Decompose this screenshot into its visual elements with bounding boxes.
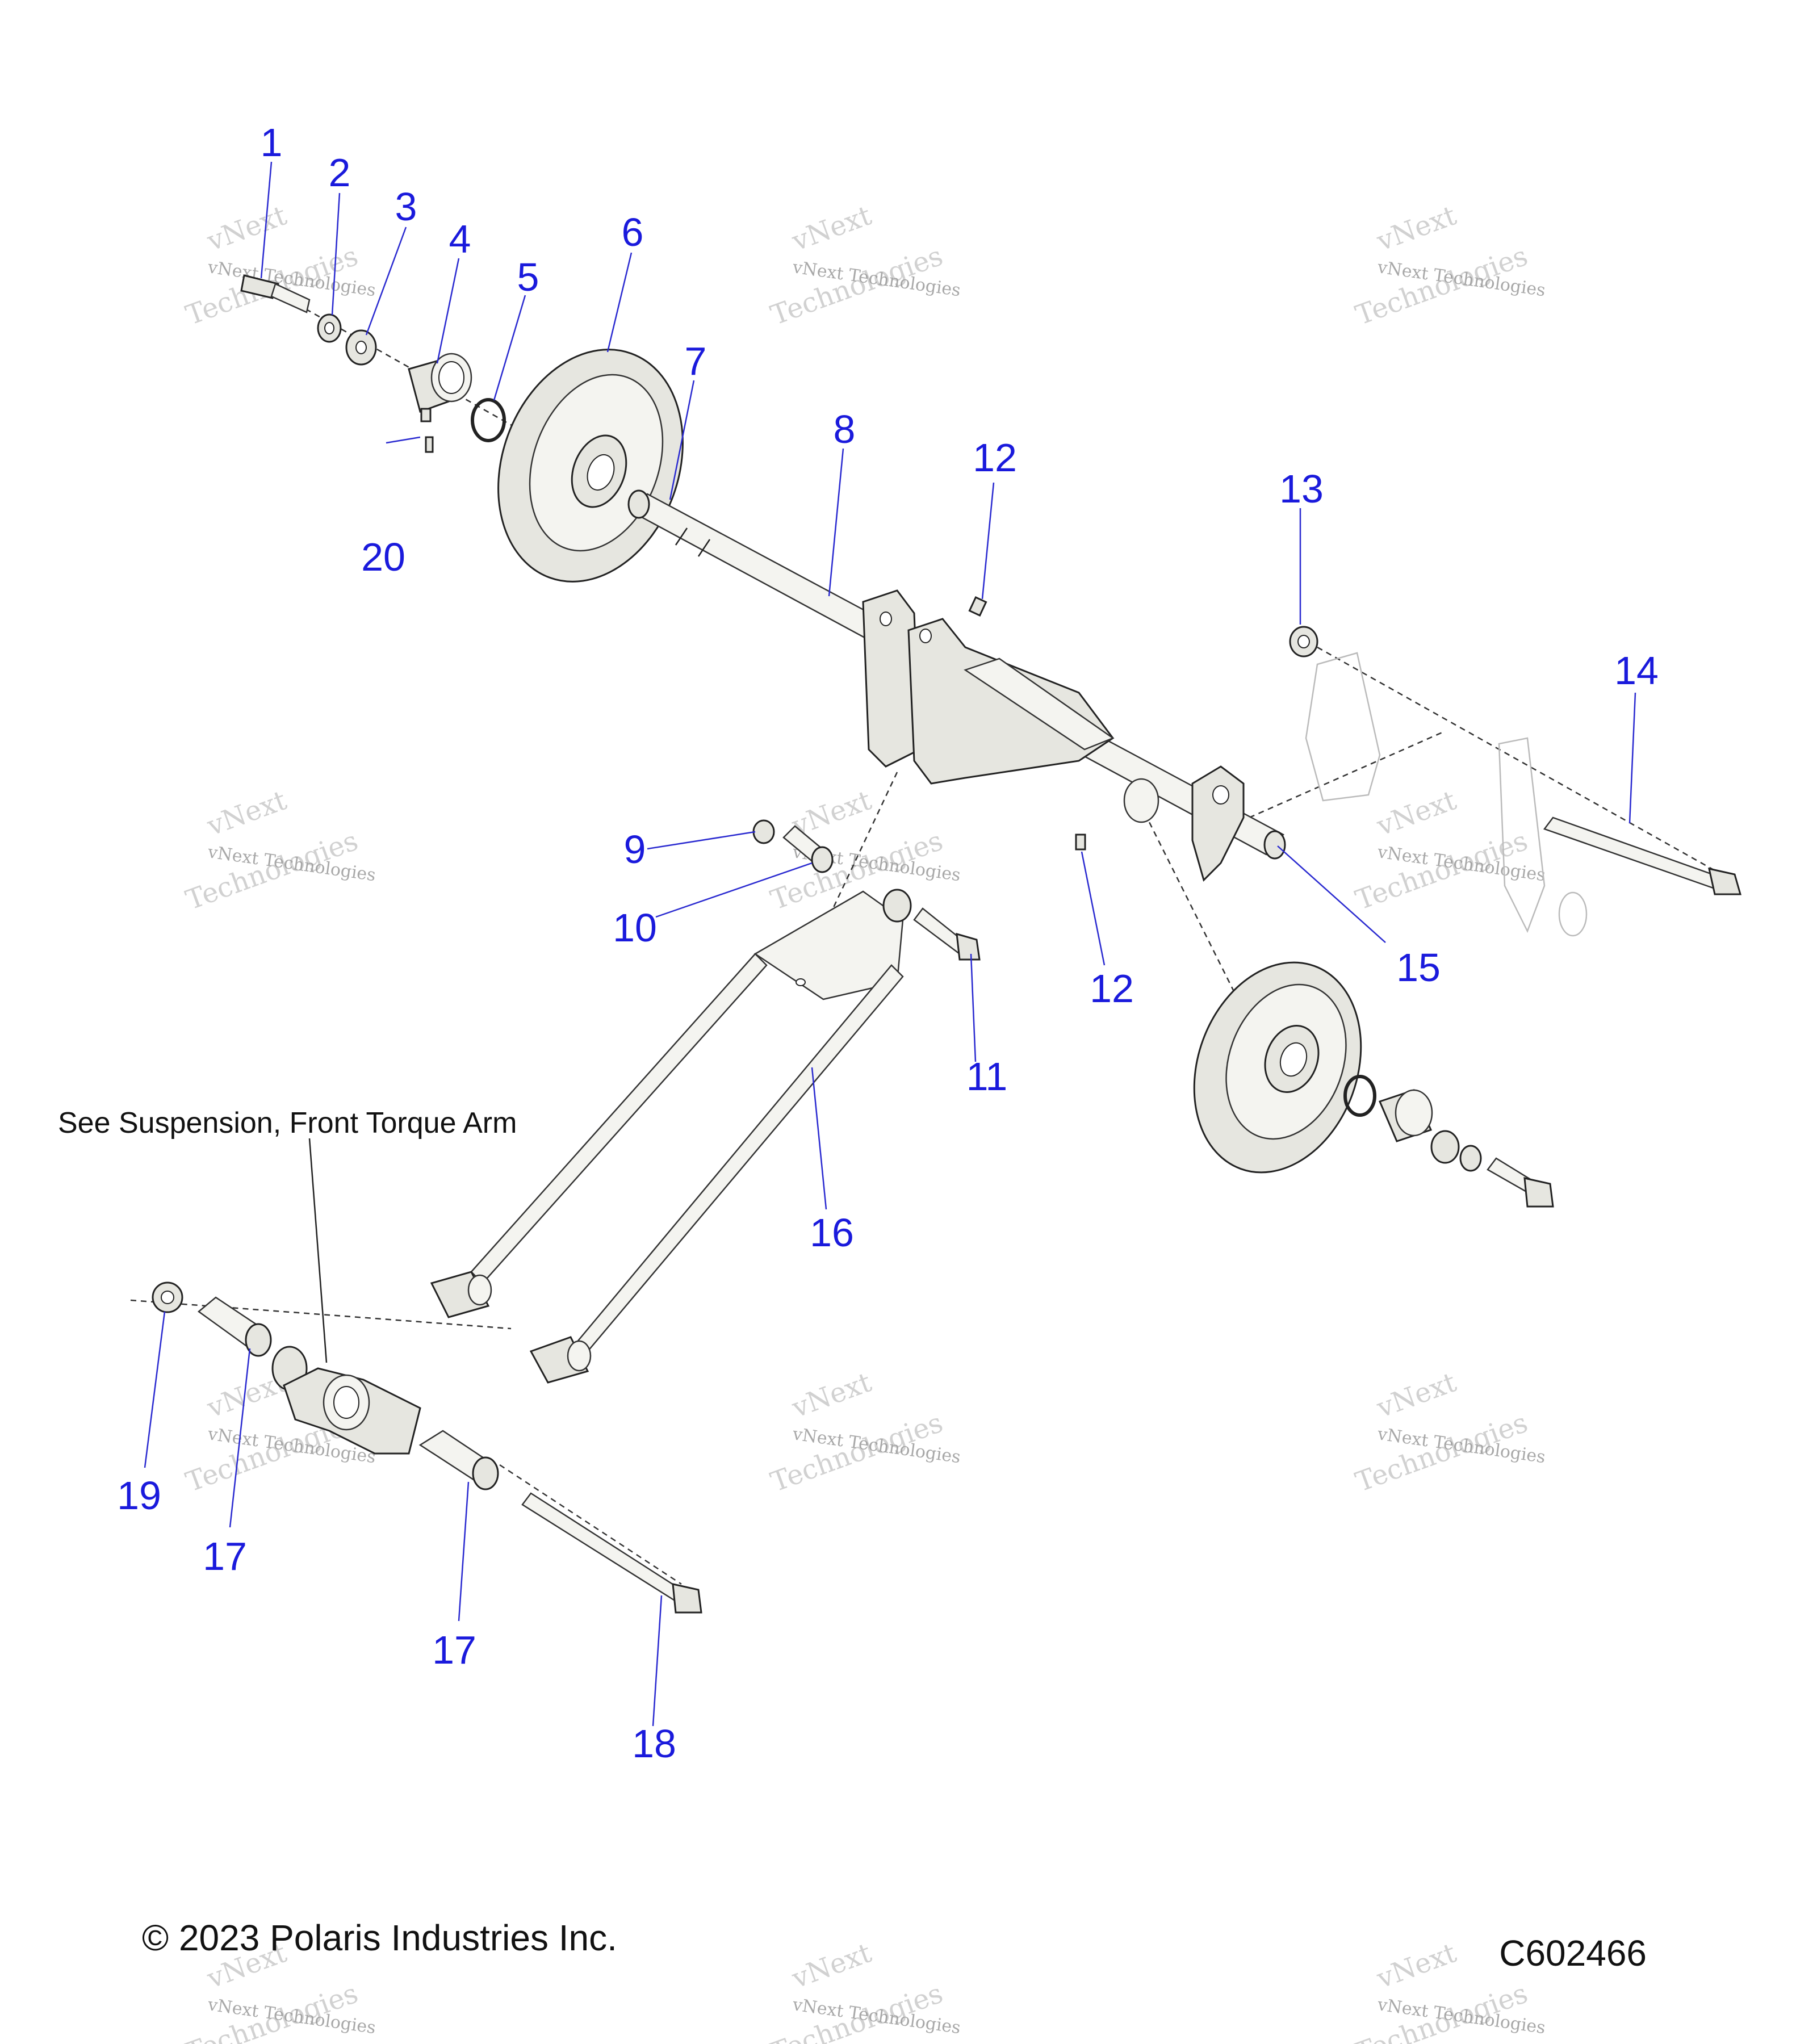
callout-7: 7 [685, 339, 707, 383]
lower-bolt-axis-b [499, 1464, 682, 1585]
callout-12-lower: 12 [1090, 966, 1134, 1011]
right-wheel-axis [1134, 794, 1296, 1113]
callout-10: 10 [613, 906, 657, 950]
bolt-axis-upper [1317, 646, 1732, 881]
callout-17-right: 17 [432, 1628, 476, 1672]
grease-pin-part-20 [425, 436, 434, 453]
callout-16: 16 [810, 1211, 854, 1255]
callout-6: 6 [622, 210, 644, 254]
bushing-part-17-left [197, 1296, 272, 1357]
watermark-line1: vNext [788, 199, 876, 257]
bushing-part-17-right [418, 1430, 499, 1490]
callout-13: 13 [1279, 467, 1324, 511]
axle-bracket [862, 589, 1245, 882]
bolt-part-11 [913, 907, 981, 961]
callout-14: 14 [1614, 648, 1659, 693]
lower-bolt-axis [130, 1299, 512, 1330]
callout-18: 18 [632, 1722, 676, 1766]
callout-15: 15 [1396, 945, 1441, 990]
callouts: 1 2 3 4 5 6 7 8 9 10 11 12 12 13 14 15 1… [117, 120, 1659, 1766]
figure-id: C602466 [1499, 1933, 1647, 1974]
callout-12-upper: 12 [973, 435, 1017, 480]
bracket-axis [1249, 731, 1443, 819]
watermark-line1: vNext [1372, 784, 1460, 842]
long-bolt-part-18 [521, 1492, 702, 1614]
callout-4: 4 [449, 217, 471, 261]
nut-part-9 [752, 819, 775, 844]
watermark-line1: vNext [788, 1937, 876, 1995]
callout-9: 9 [624, 827, 646, 872]
grease-fitting-part-12-lower [1075, 833, 1086, 851]
torque-arm-mount [271, 1346, 421, 1455]
watermark-line1: vNext [203, 199, 291, 257]
watermark-line1: vNext [788, 1366, 876, 1424]
watermark-line1: vNext [1372, 1937, 1460, 1995]
frame-bracket-ghost [1305, 652, 1588, 937]
watermark-line1: vNext [1372, 199, 1460, 257]
callout-2: 2 [329, 150, 351, 195]
callout-11: 11 [966, 1054, 1008, 1099]
callout-8: 8 [834, 407, 856, 451]
idler-wheel-right [1193, 961, 1554, 1208]
long-bolt-part-14 [1543, 816, 1741, 895]
reference-note: See Suspension, Front Torque Arm [58, 1107, 517, 1140]
watermark-line1: vNext [1372, 1366, 1460, 1424]
bushing-part-4 [408, 353, 472, 422]
copyright-text: © 2023 Polaris Industries Inc. [142, 1917, 617, 1958]
torque-arm-part-16 [430, 889, 912, 1384]
callout-17-left: 17 [203, 1534, 247, 1578]
grease-fitting-part-12-upper [968, 596, 987, 617]
callout-1: 1 [261, 120, 283, 165]
assembly-drawing [130, 274, 1741, 1614]
o-ring-part-5 [471, 398, 506, 442]
callout-19: 19 [117, 1473, 161, 1518]
callout-3: 3 [395, 185, 417, 229]
leader-lines [144, 161, 1636, 1727]
watermark-line1: vNext [203, 784, 291, 842]
callout-5: 5 [517, 255, 539, 299]
sleeve-part-10 [782, 825, 834, 873]
callout-20: 20 [361, 535, 405, 579]
bolt-part-1 [240, 274, 311, 313]
